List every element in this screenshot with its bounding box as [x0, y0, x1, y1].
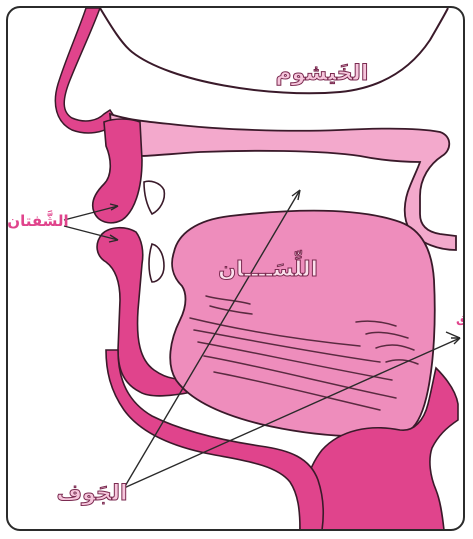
- nasal-cavity-outline: [100, 8, 448, 93]
- upper-teeth: [144, 181, 164, 214]
- upper-lip: [93, 119, 142, 223]
- nasal-cavity-label: الخَيشوم: [276, 61, 369, 86]
- oral-cavity-label: الجَوف: [56, 481, 127, 506]
- throat-label: الحَلق: [456, 311, 473, 326]
- lips-label: الشَّفتان: [7, 209, 68, 230]
- tongue: [170, 211, 435, 437]
- lower-teeth: [149, 244, 164, 282]
